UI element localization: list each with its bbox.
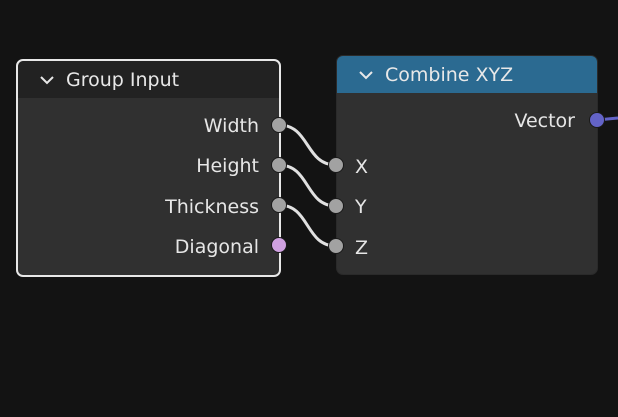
- output-label-height: Height: [196, 155, 259, 177]
- diagonal-output-socket[interactable]: [271, 237, 287, 253]
- x-input-socket[interactable]: [328, 157, 344, 173]
- group-input-header[interactable]: Group Input: [18, 61, 279, 98]
- thickness-output-socket[interactable]: [271, 197, 287, 213]
- chevron-down-icon[interactable]: [357, 66, 375, 84]
- width-output-socket[interactable]: [271, 117, 287, 133]
- combine-xyz-title: Combine XYZ: [385, 63, 514, 86]
- height-output-socket[interactable]: [271, 157, 287, 173]
- output-label-diagonal: Diagonal: [174, 236, 259, 258]
- input-label-x: X: [355, 156, 369, 178]
- y-input-socket[interactable]: [328, 198, 344, 214]
- vector-output-socket[interactable]: [589, 112, 605, 128]
- group-input-title: Group Input: [66, 68, 180, 91]
- combine-xyz-node[interactable]: Combine XYZ Vector X Y Z: [336, 55, 598, 275]
- input-label-y: Y: [355, 196, 367, 218]
- z-input-socket[interactable]: [328, 238, 344, 254]
- link-thickness-z[interactable]: [278, 203, 337, 248]
- output-label-vector: Vector: [514, 110, 575, 132]
- group-input-node[interactable]: Group Input Width Height Thickness Diago…: [16, 59, 281, 277]
- input-label-z: Z: [355, 237, 369, 259]
- output-label-width: Width: [203, 115, 259, 137]
- combine-xyz-header[interactable]: Combine XYZ: [337, 56, 597, 93]
- link-height-y[interactable]: [278, 163, 337, 208]
- link-width-x[interactable]: [278, 123, 337, 167]
- output-label-thickness: Thickness: [165, 196, 259, 218]
- chevron-down-icon[interactable]: [38, 71, 56, 89]
